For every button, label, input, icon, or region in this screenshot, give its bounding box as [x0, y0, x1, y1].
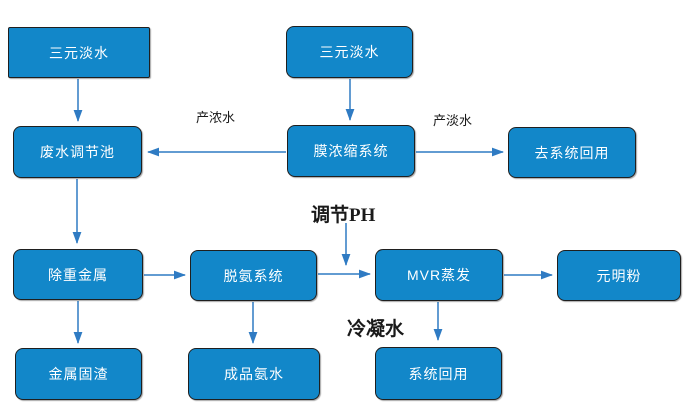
node-mvr-zhengfa: MVR蒸发: [375, 249, 503, 301]
node-monongsuo-xitong: 膜浓缩系统: [287, 125, 415, 177]
node-chengpin-anshui: 成品氨水: [188, 348, 320, 400]
edge-label-lengningshui: 冷凝水: [347, 319, 405, 340]
node-jinshu-guzha: 金属固渣: [15, 348, 142, 400]
node-xitong-huiyong: 系统回用: [375, 347, 502, 400]
node-qu-xitong-huiyong: 去系统回用: [508, 127, 636, 178]
node-tuoan-xitong: 脱氨系统: [190, 250, 317, 301]
edge-label-chandanshui: 产淡水: [433, 113, 473, 128]
edge-label-tiaojie-ph: 调节PH: [311, 205, 376, 226]
node-sanyuan-danshui-2: 三元淡水: [286, 26, 413, 78]
node-yuanmingfen: 元明粉: [557, 250, 681, 301]
node-chu-zhongjinshu: 除重金属: [13, 249, 143, 300]
edge-label-channongshui: 产浓水: [196, 110, 236, 125]
node-feishui-tiaojiechi: 废水调节池: [13, 126, 142, 178]
node-sanyuan-danshui-1: 三元淡水: [8, 27, 150, 78]
